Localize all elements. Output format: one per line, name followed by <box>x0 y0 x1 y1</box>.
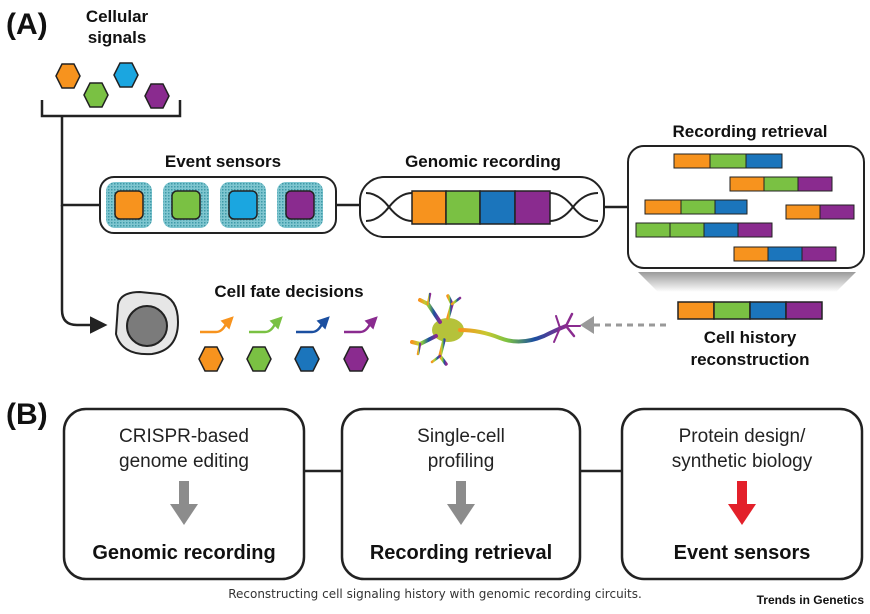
fate-arrow-blue <box>296 316 330 334</box>
single-cell-box-line2: profiling <box>428 451 495 472</box>
single-cell-box-line1: Single-cell <box>417 426 505 447</box>
retrieval-shadow <box>638 272 856 292</box>
cell-fate-decisions-title: Cell fate decisions <box>214 282 363 301</box>
recording-barcode <box>411 190 551 225</box>
dna-helix-left <box>365 192 413 222</box>
single-cell-down-arrow-icon <box>447 481 475 525</box>
recording-retrieval-title: Recording retrieval <box>673 122 828 141</box>
sensor-units <box>106 182 323 228</box>
cellular-signals-title-line2: signals <box>88 28 147 47</box>
crispr-down-arrow-icon <box>170 481 198 525</box>
fate-arrow-green <box>249 316 283 334</box>
history-dashed-arrowhead <box>580 316 594 334</box>
orange-signal-hexagon <box>55 63 81 89</box>
protein-design-box-result: Event sensors <box>674 542 811 564</box>
cell-history-title-line2: reconstruction <box>690 350 809 369</box>
cell-icon <box>114 290 180 356</box>
purple-signal-hexagon <box>144 83 170 109</box>
retrieved-reads <box>635 153 855 262</box>
technology-box-crispr: CRISPR-based genome editing Genomic reco… <box>62 407 306 581</box>
fate-hexagon-green <box>246 346 272 372</box>
event-sensors-title: Event sensors <box>165 152 281 171</box>
fate-hexagons <box>198 346 369 372</box>
signals-to-cell-arrow <box>60 205 108 334</box>
green-signal-hexagon <box>83 82 109 108</box>
technology-box-single-cell: Single-cell profiling Recording retrieva… <box>340 407 582 581</box>
journal-name: Trends in Genetics <box>757 593 865 607</box>
panel-b-label: (B) <box>6 398 48 431</box>
fate-hexagon-purple <box>343 346 369 372</box>
genomic-recording-title: Genomic recording <box>405 152 561 171</box>
signals-to-sensors-line <box>60 116 100 207</box>
crispr-box-line1: CRISPR-based <box>119 426 249 447</box>
fate-hexagon-blue <box>294 346 320 372</box>
single-cell-box-result: Recording retrieval <box>370 542 552 564</box>
signals-bracket <box>40 100 182 118</box>
neuron-icon <box>410 292 581 366</box>
fate-arrow-purple <box>344 316 378 334</box>
technology-box-protein-design: Protein design/ synthetic biology Event … <box>620 407 864 581</box>
signal-hexagons <box>55 62 170 109</box>
crispr-box-line2: genome editing <box>119 451 249 472</box>
protein-design-box-line1: Protein design/ <box>679 426 806 447</box>
cell-history-title-line1: Cell history <box>704 328 797 347</box>
protein-design-down-arrow-icon <box>728 481 756 525</box>
cyan-signal-hexagon <box>113 62 139 88</box>
fate-arrow-orange <box>200 316 234 334</box>
figure-caption: Reconstructing cell signaling history wi… <box>228 587 642 601</box>
protein-design-box-line2: synthetic biology <box>672 451 813 472</box>
crispr-box-result: Genomic recording <box>92 542 275 564</box>
reconstructed-barcode <box>677 301 823 320</box>
fate-arrows <box>200 316 378 334</box>
panel-a-label: (A) <box>6 8 48 41</box>
cellular-signals-title-line1: Cellular <box>86 7 149 26</box>
fate-hexagon-orange <box>198 346 224 372</box>
dna-helix-right <box>549 192 599 222</box>
